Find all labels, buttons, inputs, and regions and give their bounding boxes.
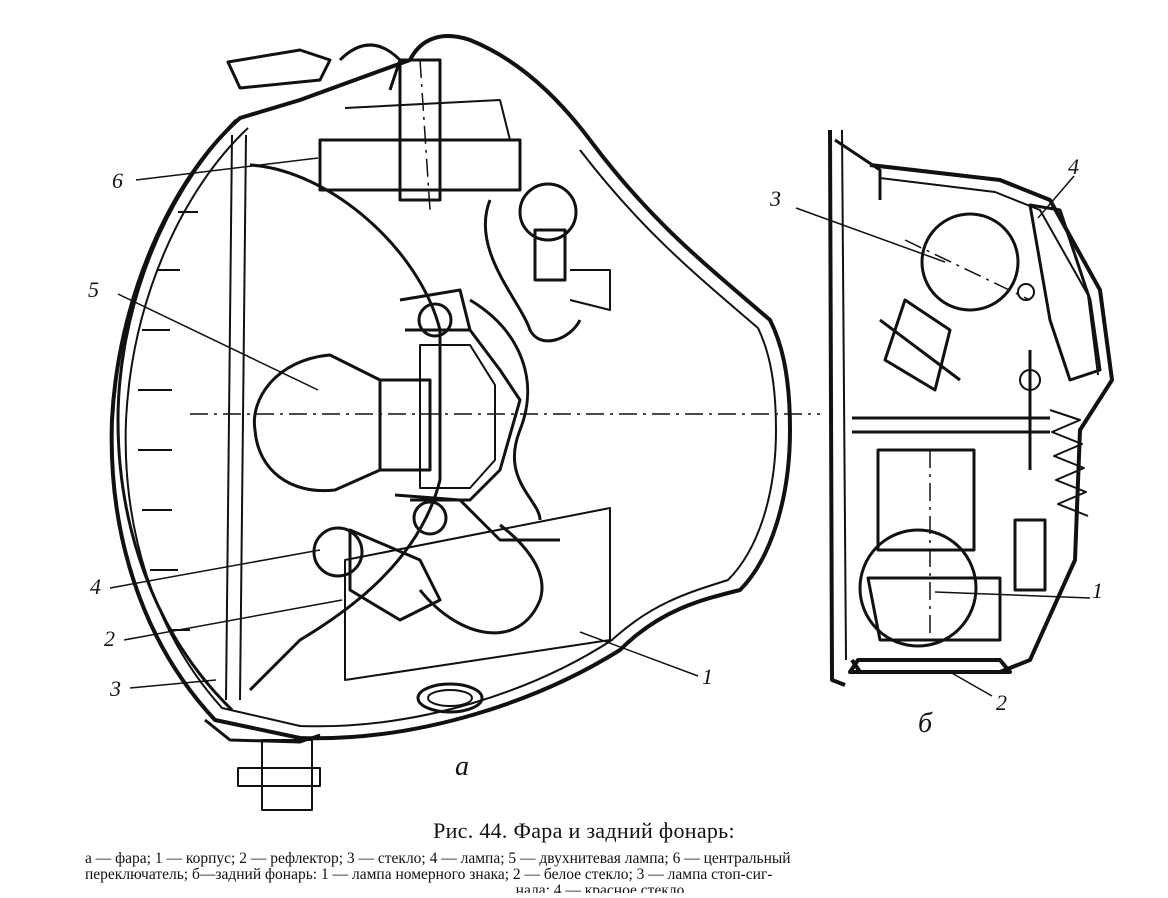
license-plate-lamp (858, 528, 978, 648)
label-a-5: 5 (88, 277, 99, 302)
taillight-drawing (828, 129, 1114, 687)
taillight-red-glass (1028, 203, 1102, 382)
part-a-leader-lines (109, 157, 699, 689)
caption-line-3: нала; 4 — красное стекло (515, 883, 685, 893)
label-b-3: 3 (769, 186, 781, 211)
sub-label-b: б (918, 708, 933, 739)
label-a-3: 3 (109, 676, 121, 701)
headlight-housing-outer (109, 34, 792, 741)
stop-lamp (920, 212, 1020, 312)
caption-line-2: переключатель; б—задний фонарь: 1 — ламп… (85, 866, 773, 883)
caption-line-1: а — фара; 1 — корпус; 2 — рефлектор; 3 —… (85, 850, 791, 867)
label-b-2: 2 (996, 690, 1007, 715)
parking-lamp (312, 526, 364, 578)
central-switch (318, 138, 522, 192)
taillight-white-glass (848, 658, 1012, 674)
part-b-leader-lines (795, 175, 1091, 697)
label-a-1: 1 (702, 664, 713, 689)
headlight-housing-inner (124, 127, 777, 728)
figure-caption-legend: а — фара; 1 — корпус; 2 — рефлектор; 3 —… (85, 850, 1115, 894)
headlight-glass (116, 118, 238, 712)
label-b-1: 1 (1092, 578, 1103, 603)
label-a-2: 2 (104, 626, 115, 651)
figure-caption-title: Рис. 44. Фара и задний фонарь: (433, 818, 735, 843)
label-a-4: 4 (90, 574, 101, 599)
sub-label-a: а (455, 751, 469, 782)
two-filament-lamp (252, 353, 382, 493)
label-b-4: 4 (1068, 154, 1079, 179)
headlight-drawing (109, 34, 820, 811)
label-a-6: 6 (112, 168, 123, 193)
